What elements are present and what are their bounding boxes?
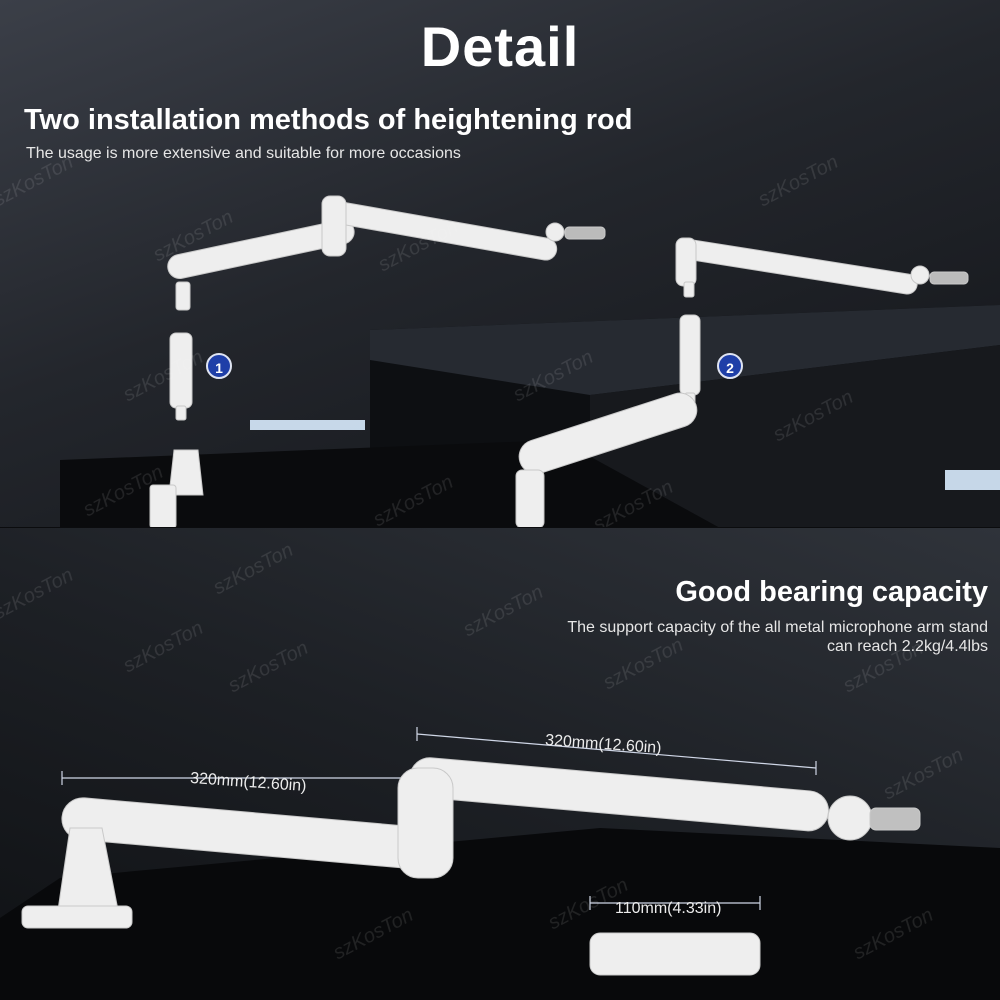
bearing-section: Good bearing capacity The support capaci… [0, 528, 1000, 1000]
installation-section: Detail Two installation methods of heigh… [0, 0, 1000, 528]
dimension-lines [61, 727, 817, 910]
installation-illustration [60, 195, 1000, 528]
bearing-subtitle: The support capacity of the all metal mi… [567, 619, 988, 655]
step-badge-two: 2 [717, 353, 743, 379]
page-title: Detail [420, 15, 580, 78]
arm-method-one [149, 195, 606, 528]
rod-dimension: 110mm(4.33in) [615, 900, 722, 917]
rod-method-two [679, 314, 701, 396]
installation-subtitle: The usage is more extensive and suitable… [26, 145, 461, 162]
desk-surface [0, 828, 1000, 1000]
heightening-rod [589, 932, 761, 976]
clamp-base-one [168, 449, 204, 496]
arm-method-two [515, 237, 969, 528]
led-strip-right [945, 470, 1000, 490]
installation-heading: Two installation methods of heightening … [24, 104, 633, 136]
microphone-arm [21, 757, 921, 976]
bearing-heading: Good bearing capacity [675, 576, 988, 608]
rod-method-one [169, 332, 193, 409]
step-badge-one: 1 [206, 353, 232, 379]
led-strip-left [250, 420, 365, 430]
bearing-illustration [0, 727, 1000, 1000]
